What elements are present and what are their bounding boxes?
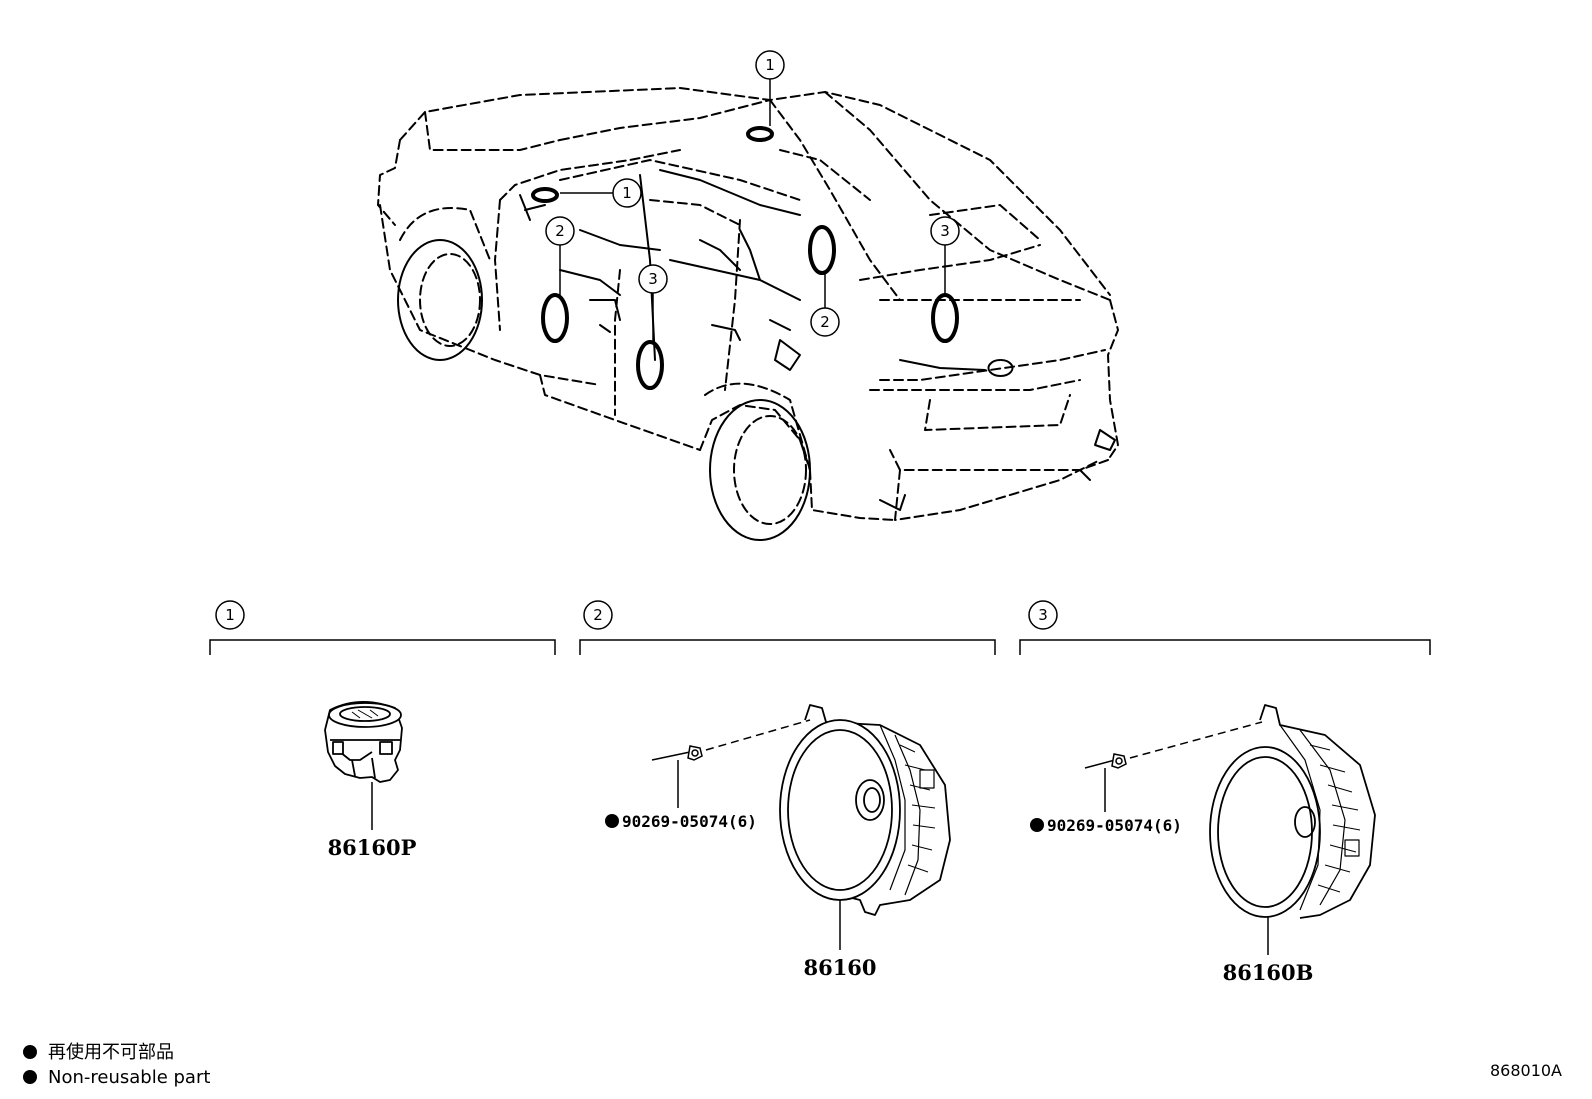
legend-bullet-en: [23, 1070, 37, 1084]
speaker-location-markers: [531, 126, 959, 390]
part-86160-label: 86160: [803, 955, 876, 980]
legend-bullet-jp: [23, 1045, 37, 1059]
callout-2-right: 2: [810, 307, 840, 337]
fastener-clip-2: [651, 745, 703, 761]
callout-2-front: 2: [545, 216, 575, 246]
callout-1-top: 1: [755, 50, 785, 80]
tweeter-marker-front: [531, 187, 559, 203]
svg-text:1: 1: [225, 606, 235, 624]
svg-text:2: 2: [555, 222, 565, 240]
legend-text-jp: 再使用不可部品: [48, 1042, 174, 1063]
group-header-callouts: 1 2 3: [215, 600, 1058, 630]
non-reusable-marker-2: [605, 814, 619, 828]
rear-door-speaker: [1209, 704, 1376, 919]
svg-text:3: 3: [940, 222, 950, 240]
fastener-2-label: 90269-05074(6): [622, 812, 757, 831]
callout-3-left: 3: [638, 264, 668, 294]
tweeter-marker-rear: [746, 126, 774, 142]
non-reusable-marker-3: [1030, 818, 1044, 832]
vehicle-illustration: [377, 87, 1119, 541]
callout-3-right: 3: [930, 216, 960, 246]
group-2-callout: 2: [583, 600, 613, 630]
fastener-3-label: 90269-05074(6): [1047, 816, 1182, 835]
rear-door-speaker-marker-left: [636, 340, 664, 390]
svg-text:3: 3: [1038, 606, 1048, 624]
front-door-speaker: [779, 704, 951, 916]
callout-1-front: 1: [612, 178, 642, 208]
fastener-clip-3: [1084, 753, 1127, 769]
legend-text-en: Non-reusable part: [48, 1067, 210, 1088]
group-headers: [209, 639, 1431, 655]
front-door-speaker-marker-right: [808, 225, 836, 275]
fastener-2-dashed-leader: [705, 719, 811, 751]
svg-text:2: 2: [593, 606, 603, 624]
tweeter-speaker: [324, 701, 403, 783]
callout-leaders: [559, 79, 946, 342]
legend: 再使用不可部品 Non-reusable part: [23, 1042, 210, 1088]
fastener-3-dashed-leader: [1129, 721, 1263, 759]
svg-text:2: 2: [820, 313, 830, 331]
vehicle-callouts: 1 1 2 3 2 3: [545, 50, 960, 337]
group-1-callout: 1: [215, 600, 245, 630]
rear-door-speaker-marker-right: [931, 293, 959, 343]
part-86160B-label: 86160B: [1223, 960, 1314, 985]
part-86160P-label: 86160P: [328, 835, 417, 860]
group-3-callout: 3: [1028, 600, 1058, 630]
svg-text:1: 1: [765, 56, 775, 74]
svg-text:3: 3: [648, 270, 658, 288]
diagram-code: 868010A: [1490, 1061, 1562, 1080]
front-door-speaker-marker: [541, 293, 569, 343]
svg-text:1: 1: [622, 184, 632, 202]
